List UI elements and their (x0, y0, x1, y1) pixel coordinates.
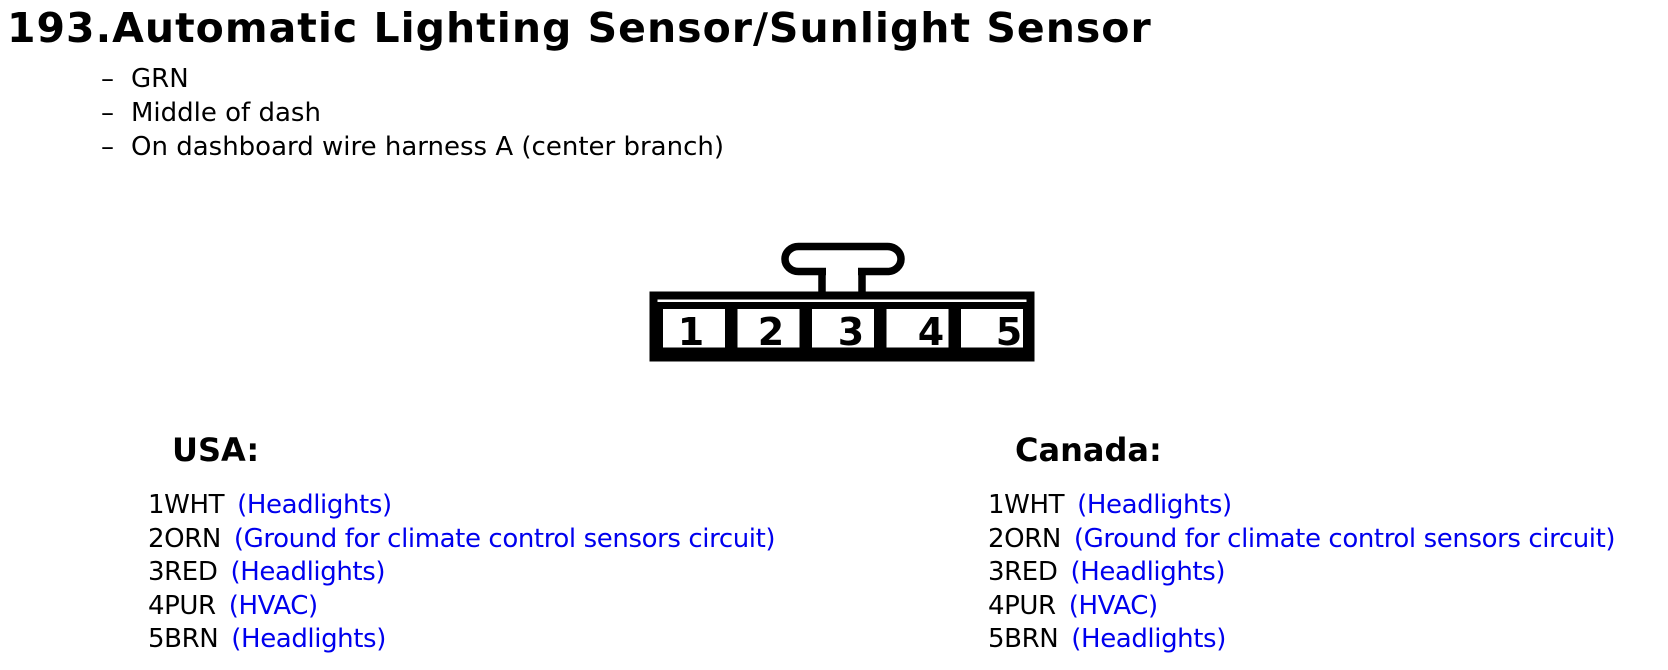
pin-row: 3RED (Headlights) (148, 556, 775, 590)
pin-row: 1WHT (Headlights) (148, 489, 775, 523)
pin-label: 5BRN (988, 624, 1059, 654)
pin-cell (656, 302, 732, 355)
pin-description: (Headlights) (1070, 557, 1226, 587)
pin-row: 5BRN (Headlights) (148, 623, 775, 657)
pin-label: 2ORN (988, 523, 1061, 554)
pin-number: 4 (918, 310, 944, 354)
pin-description: (Headlights) (230, 557, 386, 587)
pin-row: 4PUR (HVAC) (148, 590, 775, 624)
connector-svg: 1 2 3 4 5 (649, 242, 1035, 362)
pin-label: 3RED (148, 557, 218, 587)
bullet-dash: – (101, 64, 114, 94)
bullet-item: – GRN (101, 62, 724, 96)
pin-number: 1 (678, 310, 704, 354)
connector-diagram: 1 2 3 4 5 (600, 225, 1070, 370)
bullet-text: GRN (131, 64, 189, 94)
pin-row: 2ORN (Ground for climate control sensors … (988, 523, 1616, 557)
pin-description: (Ground for climate control sensors circ… (1073, 523, 1616, 554)
pin-label: 4PUR (148, 590, 216, 621)
page-title: 193.Automatic Lighting Sensor/Sunlight S… (7, 4, 1152, 52)
bullet-item: – Middle of dash (101, 96, 724, 130)
connector-latch (781, 242, 905, 298)
pin-number: 2 (758, 310, 784, 354)
pin-cell (954, 302, 1030, 355)
pin-description: (Headlights) (1071, 624, 1226, 654)
pin-description: (Headlights) (231, 624, 386, 654)
pin-description: (Ground for climate control sensors circ… (233, 523, 776, 554)
section-heading-usa: USA: (172, 431, 260, 469)
bullet-dash: – (101, 98, 114, 128)
pin-label: 3RED (988, 557, 1058, 587)
bullet-dash: – (101, 132, 114, 162)
pin-label: 5BRN (148, 624, 219, 654)
pin-list-usa: 1WHT (Headlights) 2ORN (Ground for climate… (148, 489, 776, 657)
pin-description: (Headlights) (1077, 490, 1232, 520)
pin-row: 5BRN (Headlights) (988, 623, 1615, 657)
pin-row: 2ORN (Ground for climate control sensors … (148, 523, 776, 557)
pin-cell (879, 302, 956, 355)
pin-label: 1WHT (988, 490, 1065, 520)
pin-description: (HVAC) (1068, 590, 1158, 621)
pin-cell (730, 302, 807, 355)
pin-list-canada: 1WHT (Headlights) 2ORN (Ground for climate… (988, 489, 1616, 657)
pin-description: (Headlights) (237, 490, 392, 520)
pin-row: 3RED (Headlights) (988, 556, 1615, 590)
pin-number: 5 (996, 310, 1022, 354)
bullet-list: – GRN – Middle of dash – On dashboard wi… (101, 62, 724, 164)
pin-row: 1WHT (Headlights) (988, 489, 1615, 523)
bullet-text: On dashboard wire harness A (center bran… (131, 132, 724, 162)
pin-cells (656, 302, 1030, 355)
pin-cell (805, 302, 881, 355)
pin-label: 1WHT (148, 490, 225, 520)
section-heading-canada: Canada: (1015, 431, 1162, 469)
bullet-text: Middle of dash (131, 98, 321, 128)
pin-number: 3 (838, 310, 864, 354)
pin-description: (HVAC) (228, 590, 318, 621)
bullet-item: – On dashboard wire harness A (center br… (101, 130, 724, 164)
pin-row: 4PUR (HVAC) (988, 590, 1615, 624)
pin-label: 2ORN (148, 523, 221, 554)
pin-label: 4PUR (988, 590, 1056, 621)
